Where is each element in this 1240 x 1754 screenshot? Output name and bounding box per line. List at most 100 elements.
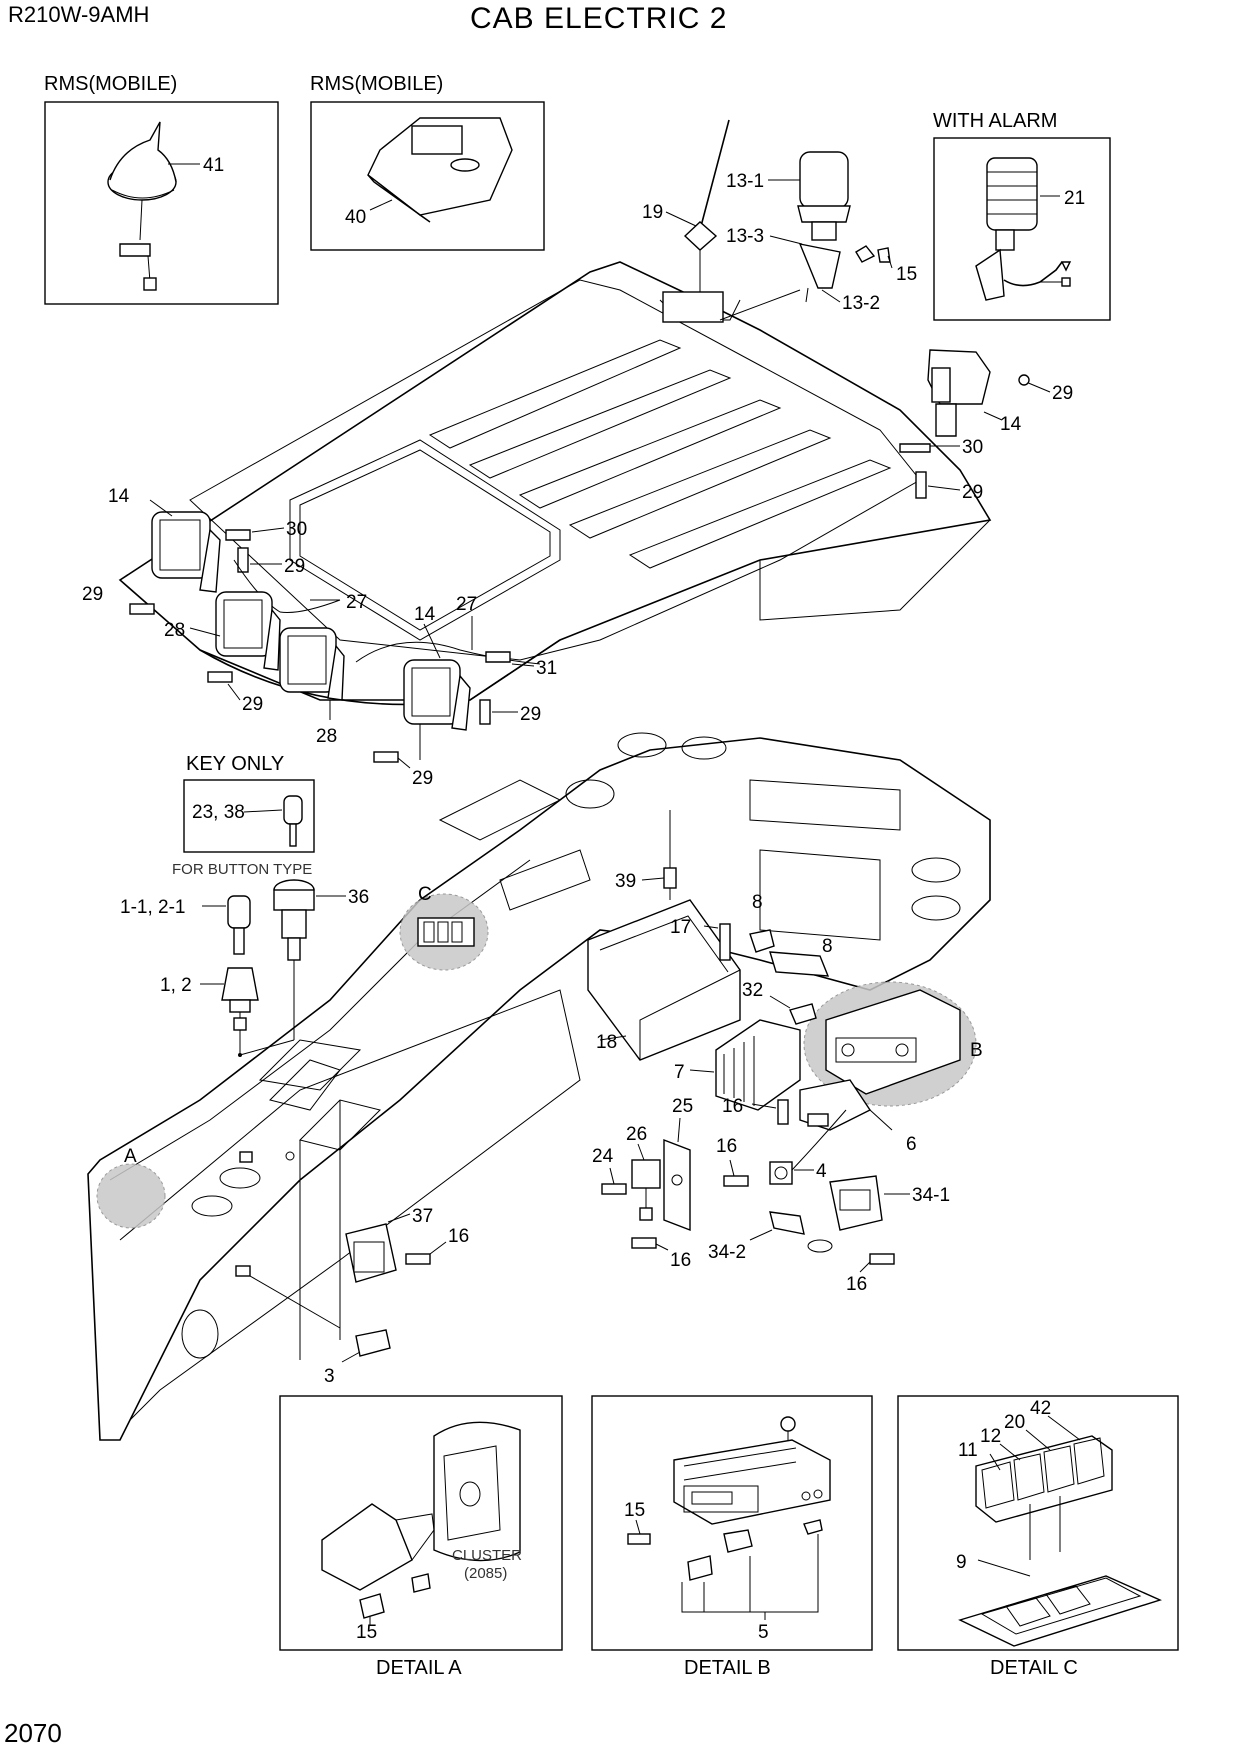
alarm-beacon-part	[975, 157, 1072, 301]
callout-27-l: 27	[346, 592, 367, 613]
rms-unit-part	[367, 117, 513, 223]
callout-40: 40	[345, 207, 366, 228]
callout-15-da: 15	[356, 1622, 377, 1643]
callout-28-l: 28	[164, 620, 185, 641]
callout-28-m: 28	[316, 726, 337, 747]
work-light-left-1	[151, 511, 221, 593]
callout-31: 31	[536, 658, 557, 679]
detail-a-circle	[96, 1163, 166, 1229]
callout-13-3: 13-3	[726, 226, 764, 247]
switch-panel-mini	[417, 917, 475, 947]
callout-3: 3	[324, 1366, 335, 1387]
key-only-label: KEY ONLY	[186, 753, 284, 775]
callout-8-b: 8	[822, 936, 833, 957]
callout-16-e: 16	[846, 1274, 867, 1295]
page-title: CAB ELECTRIC 2	[470, 2, 728, 35]
callout-12: 12	[980, 1426, 1001, 1447]
rms-antenna-box: RMS(MOBILE) 41	[44, 73, 279, 305]
callout-29-r2: 29	[962, 482, 983, 503]
button-start-part	[273, 879, 315, 961]
callout-16-d: 16	[448, 1226, 469, 1247]
callout-11: 11	[958, 1440, 978, 1461]
callout-29-l1: 29	[284, 556, 305, 577]
callout-14-l: 14	[108, 486, 130, 507]
callout-16-b: 16	[670, 1250, 691, 1271]
bracket-25-part	[663, 1138, 691, 1232]
work-light-left-3	[279, 627, 345, 701]
callout-15-db: 15	[624, 1500, 645, 1521]
relay-37-part	[345, 1223, 397, 1283]
callout-9: 9	[956, 1552, 967, 1573]
detail-c-letter: C	[418, 884, 432, 905]
callout-17: 17	[670, 917, 691, 938]
callout-30-r: 30	[962, 437, 983, 458]
cab-roof	[118, 261, 992, 760]
callout-23-38: 23, 38	[192, 802, 245, 823]
callout-6: 6	[906, 1134, 917, 1155]
callout-34-2: 34-2	[708, 1242, 746, 1263]
callout-13-1: 13-1	[726, 171, 764, 192]
callout-21: 21	[1064, 188, 1085, 209]
callout-5: 5	[758, 1622, 769, 1643]
connector-3-part	[355, 1329, 391, 1357]
callout-14-m: 14	[414, 604, 436, 625]
work-light-left-2	[215, 591, 281, 671]
radio-bracket-part	[587, 899, 741, 1061]
detail-c-label: DETAIL C	[990, 1657, 1078, 1679]
callout-32: 32	[742, 980, 763, 1001]
radio-part-b	[825, 989, 961, 1095]
callout-15-top: 15	[896, 264, 917, 285]
callout-29-m3: 29	[412, 768, 433, 789]
ignition-key-part	[221, 895, 259, 1040]
rms-mobile-label-1: RMS(MOBILE)	[44, 73, 177, 95]
key-fob-part	[283, 795, 303, 847]
switch-panel-part	[958, 1435, 1162, 1647]
callout-16-c: 16	[716, 1136, 737, 1157]
callout-24: 24	[592, 1146, 614, 1167]
callout-7: 7	[674, 1062, 685, 1083]
detail-b-box: 15 5 DETAIL B	[591, 1395, 873, 1679]
amplifier-part	[715, 1019, 801, 1111]
beacon-part	[797, 151, 891, 303]
page-number: 2070	[4, 1718, 62, 1748]
callout-29-l2: 29	[82, 584, 103, 605]
model-number: R210W-9AMH	[8, 2, 150, 27]
buzzer-26-part	[631, 1159, 661, 1221]
with-alarm-box: WITH ALARM 21	[933, 110, 1111, 321]
detail-a-box: CLUSTER (2085) 15 DETAIL A	[279, 1395, 563, 1679]
callout-1-1-2-1: 1-1, 2-1	[120, 897, 185, 918]
callout-29-r1: 29	[1052, 383, 1073, 404]
callout-42: 42	[1030, 1398, 1051, 1419]
callout-29-m2: 29	[520, 704, 541, 725]
socket-4-part	[769, 1109, 847, 1185]
rms-mobile-label-2: RMS(MOBILE)	[310, 73, 443, 95]
remote-34-2-part	[769, 1211, 833, 1253]
callout-36: 36	[348, 887, 369, 908]
antenna-part	[683, 119, 730, 292]
work-light-right	[927, 349, 991, 437]
callout-18: 18	[596, 1032, 617, 1053]
radio-detail-part	[673, 1416, 831, 1581]
callout-34-1: 34-1	[912, 1185, 950, 1206]
remote-receiver-part	[799, 1079, 872, 1131]
callout-20: 20	[1004, 1412, 1025, 1433]
detail-c-box: 11 12 20 42 9 DETAIL C	[897, 1395, 1179, 1679]
detail-b-letter: B	[970, 1040, 983, 1061]
callout-1-2: 1, 2	[160, 975, 192, 996]
detail-a-letter: A	[124, 1146, 137, 1167]
cluster-label: CLUSTER	[452, 1547, 522, 1564]
callout-26: 26	[626, 1124, 647, 1145]
callout-13-2: 13-2	[842, 293, 880, 314]
callout-41: 41	[203, 155, 224, 176]
callout-14-r: 14	[1000, 414, 1022, 435]
cluster-ref-label: (2085)	[464, 1565, 507, 1582]
for-button-type-label: FOR BUTTON TYPE	[172, 861, 312, 878]
callout-30-l: 30	[286, 519, 307, 540]
with-alarm-label: WITH ALARM	[933, 110, 1057, 132]
callout-37: 37	[412, 1206, 433, 1227]
detail-a-label: DETAIL A	[376, 1657, 462, 1679]
rms-unit-box: RMS(MOBILE) 40	[310, 73, 545, 251]
rms-antenna-part	[107, 121, 177, 291]
callout-29-m1: 29	[242, 694, 263, 715]
